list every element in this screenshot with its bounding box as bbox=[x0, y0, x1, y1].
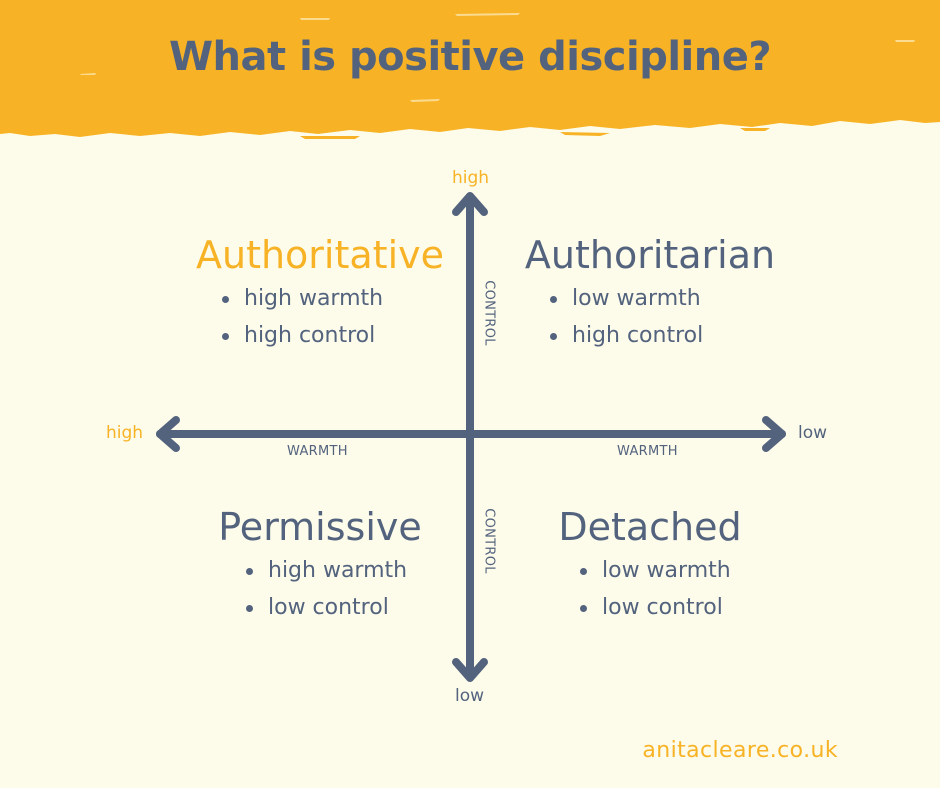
horizontal-axis-arrow-left bbox=[156, 416, 180, 452]
quadrant-detached-bullets: low warmth low control bbox=[578, 552, 731, 626]
control-axis-label-top: CONTROL bbox=[481, 280, 497, 346]
quadrant-detached-title: Detached bbox=[558, 505, 742, 549]
bullet-item: low warmth bbox=[578, 552, 731, 589]
control-axis-label-bottom: CONTROL bbox=[481, 508, 497, 574]
quadrant-authoritarian-bullets: low warmth high control bbox=[548, 280, 703, 354]
banner-brush-stroke bbox=[0, 0, 940, 137]
warmth-axis-label-right: WARMTH bbox=[617, 444, 678, 459]
vertical-axis-arrow-up bbox=[452, 192, 488, 216]
warmth-high-label: high bbox=[106, 423, 144, 443]
warmth-axis-label-left: WARMTH bbox=[287, 444, 348, 459]
website-url: anitacleare.co.uk bbox=[642, 738, 838, 763]
horizontal-axis-arrow-right bbox=[762, 416, 786, 452]
quadrant-permissive-bullets: high warmth low control bbox=[244, 552, 407, 626]
banner-brush-flecks bbox=[300, 128, 770, 139]
quadrant-authoritative-title: Authoritative bbox=[195, 233, 445, 277]
page-title: What is positive discipline? bbox=[168, 34, 772, 80]
quadrant-permissive-title: Permissive bbox=[218, 505, 422, 549]
title-banner bbox=[0, 0, 940, 139]
bullet-item: low control bbox=[244, 589, 407, 626]
warmth-low-label: low bbox=[798, 423, 828, 443]
bullet-item: low warmth bbox=[548, 280, 703, 317]
bullet-item: high control bbox=[548, 317, 703, 354]
bullet-item: high warmth bbox=[220, 280, 383, 317]
bullet-item: high warmth bbox=[244, 552, 407, 589]
quadrant-authoritarian-title: Authoritarian bbox=[524, 233, 776, 277]
bullet-item: low control bbox=[578, 589, 731, 626]
bullet-item: high control bbox=[220, 317, 383, 354]
control-low-label: low bbox=[455, 686, 485, 706]
control-high-label: high bbox=[452, 168, 490, 188]
quadrant-authoritative-bullets: high warmth high control bbox=[220, 280, 383, 354]
vertical-axis-arrow-down bbox=[452, 658, 488, 682]
